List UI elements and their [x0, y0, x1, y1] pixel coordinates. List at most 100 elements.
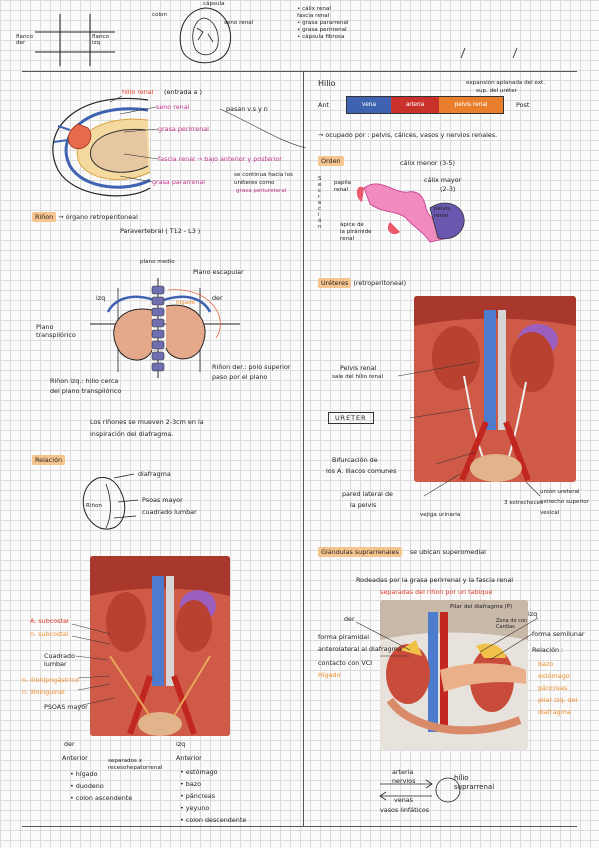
arteria-label: arteria	[392, 768, 414, 776]
leader-lines-ureter	[397, 361, 541, 497]
top-divider	[22, 71, 577, 72]
union-ureteral-label: unión ureteral	[540, 489, 580, 495]
contacto-vci-label: contacto con VCI	[318, 659, 372, 667]
rinon-izq-note-2: del plano transpilórico	[50, 387, 122, 395]
orden-heading: Orden	[318, 156, 344, 166]
uretero-note-3: grasa periureteral	[236, 188, 287, 194]
ureteres-tag: Uréteres	[318, 278, 352, 288]
plano-transpilorico-label: Plano transpilórico	[36, 323, 76, 339]
posterior-abdominal-wall-image	[90, 556, 230, 736]
contacto-vci-text: contacto con VCI	[318, 659, 373, 667]
grasa-pararrenal-label: grasa pararrenal	[152, 178, 206, 186]
list-item: • colon descendente	[180, 816, 247, 824]
cuadrado-lumbar-2-label: Cuadrado lumbar	[44, 652, 75, 668]
mueven-note-1: Los riñones se mueven 2-3cm en la	[90, 418, 204, 426]
list-item: • estómago	[180, 768, 218, 776]
nervios-label: nervios	[392, 777, 416, 785]
relacion-tag: Relación	[32, 455, 66, 465]
top-notes-list: • cálix renal fascia renal • grasa parar…	[297, 6, 349, 41]
column-divider	[303, 72, 304, 827]
rinon-der-note-2: paso por el plano	[212, 373, 268, 381]
top-note-item: • cápsula fibrosa	[297, 34, 345, 40]
bifurcacion-note-1: Bifurcación de	[332, 456, 378, 464]
n-ilioinguinal-label: n. ilioinguinal	[22, 688, 65, 696]
top-note-item: fascia renal	[297, 13, 330, 19]
relacion-gland-label: Relación :	[532, 646, 564, 654]
ureteres-sub: (retroperitoneal)	[353, 279, 407, 287]
glandulas-sub: se ubican superomedial	[409, 548, 486, 556]
rinon-text: → órgano retroperitoneal	[58, 213, 138, 221]
papila-renal-label: papila renal	[334, 180, 352, 193]
bifurcacion-note-2: los A. iliacos comunes	[326, 467, 397, 475]
mueven-note-2: inspiración del diafragma.	[90, 430, 174, 438]
separados-label: separados x recesohepatorrenal	[108, 758, 163, 771]
date-slashes	[460, 47, 518, 59]
colon-label: colon	[152, 12, 168, 18]
pared-lateral-1: pared lateral de	[342, 490, 393, 498]
plano-medio-label: plano medio	[140, 259, 175, 265]
hilio-renal-sub: (entrada a )	[164, 88, 202, 96]
flanco-der-label: flanco der	[16, 34, 33, 46]
list-item: • yeyuno	[180, 804, 210, 812]
higado-gland-label: Hígado	[318, 671, 341, 679]
kidney-cross-section-sketch	[179, 7, 232, 64]
hilio-heading: Hilio	[318, 79, 336, 88]
secrecion-label: S e c r e c i ó n	[318, 176, 322, 230]
ocupado-note: → ocupado por : pelvis, cálices, vasos y…	[318, 131, 498, 139]
spine-planes-diagram	[90, 278, 240, 378]
top-note-item: • grasa perirrenal	[297, 27, 347, 33]
n-subcostal-label: n. subcostal	[30, 630, 69, 638]
a-subcostal-label: A. subcostal	[30, 617, 69, 625]
izq-relations-list: • estómago • bazo • páncreas • yeyuno • …	[180, 766, 246, 826]
higado-plane-label: hígado	[176, 300, 196, 306]
plano-escapular-label: Plano escapular	[193, 268, 244, 276]
der-plane-label: der	[212, 294, 223, 302]
sale-hilio-label: sale del hilio renal	[332, 374, 383, 380]
suprarrenal-image	[380, 600, 528, 750]
fascia-renal-label: fascia renal → bajo anterior y posterior	[158, 155, 282, 163]
n-iliohipogastrico-label: n. iliohipogástrico	[22, 676, 79, 684]
top-note-item: • grasa pararrenal	[297, 20, 349, 26]
glandulas-heading: Glándulas suprarrenales se ubican supero…	[318, 547, 486, 557]
hilio-structures-bar: vena arteria pelvis renal	[346, 96, 504, 114]
list-item: pilar izq. del	[538, 696, 578, 704]
list-item: • hígado	[70, 770, 98, 778]
uretero-note-2: uréteres como	[234, 180, 275, 186]
venas-label: venas	[394, 796, 414, 804]
apice-label: ápice de la pirámide renal	[340, 222, 372, 242]
rinon-tag: Riñon	[32, 212, 57, 222]
vasos-linfaticos-label: vasos linfáticos	[380, 806, 430, 814]
grasa-perirrenal-label: grasa perirrenal	[158, 125, 209, 133]
izq-plane-label: izq	[96, 294, 106, 302]
relations-sketch	[82, 473, 139, 530]
pasan-label: pasan v.s y n	[226, 105, 268, 113]
list-item: • duodeno	[70, 782, 104, 790]
pared-lateral-2: la pelvis	[350, 501, 377, 509]
ureteres-heading: Uréteres (retroperitoneal)	[318, 278, 407, 288]
ureter-box: URETER	[328, 412, 374, 424]
seno-renal-top-label: seno renal	[224, 20, 254, 26]
kidney-layers-diagram	[52, 98, 151, 197]
relacion-gland-list: bazo estómago páncreas pilar izq. del di…	[538, 658, 577, 718]
hilio-suprarrenal-label: hilio suprarrenal	[454, 774, 495, 791]
pilar-label: Pilar del diafragma (P)	[450, 604, 513, 610]
paravertebral-label: Paravertebral ( T12 - L3 )	[120, 227, 201, 235]
leader-lines-kidney	[110, 95, 307, 183]
estrecho-superior-label: estrecho superior	[540, 499, 590, 505]
uretero-note-1: se continua hacia los	[234, 172, 293, 178]
pelvis-renal-3-label: Pelvis renal	[340, 364, 377, 372]
rinon-izq-note-1: Riñon izq.: hilio cerca	[50, 377, 119, 385]
calix-mayor-n-label: (2-3)	[440, 185, 456, 193]
rinon-der-note-1: Riñon der.: polo superior	[212, 363, 291, 371]
psoas-mayor-2-label: PSOAS mayor	[44, 703, 88, 711]
vesical-label: vesical	[540, 510, 560, 516]
pelvis-renal-block: pelvis renal	[439, 97, 503, 113]
izq-gland-label: izq	[528, 610, 538, 618]
vejiga-label: vejiga urinaria	[420, 512, 461, 518]
izq-column-heading: izq	[176, 740, 186, 748]
hilio-suprarrenal-arrows	[379, 777, 461, 803]
post-label: Post	[516, 101, 530, 109]
relacion-heading: Relación	[32, 455, 66, 465]
list-item: estómago	[538, 672, 570, 680]
